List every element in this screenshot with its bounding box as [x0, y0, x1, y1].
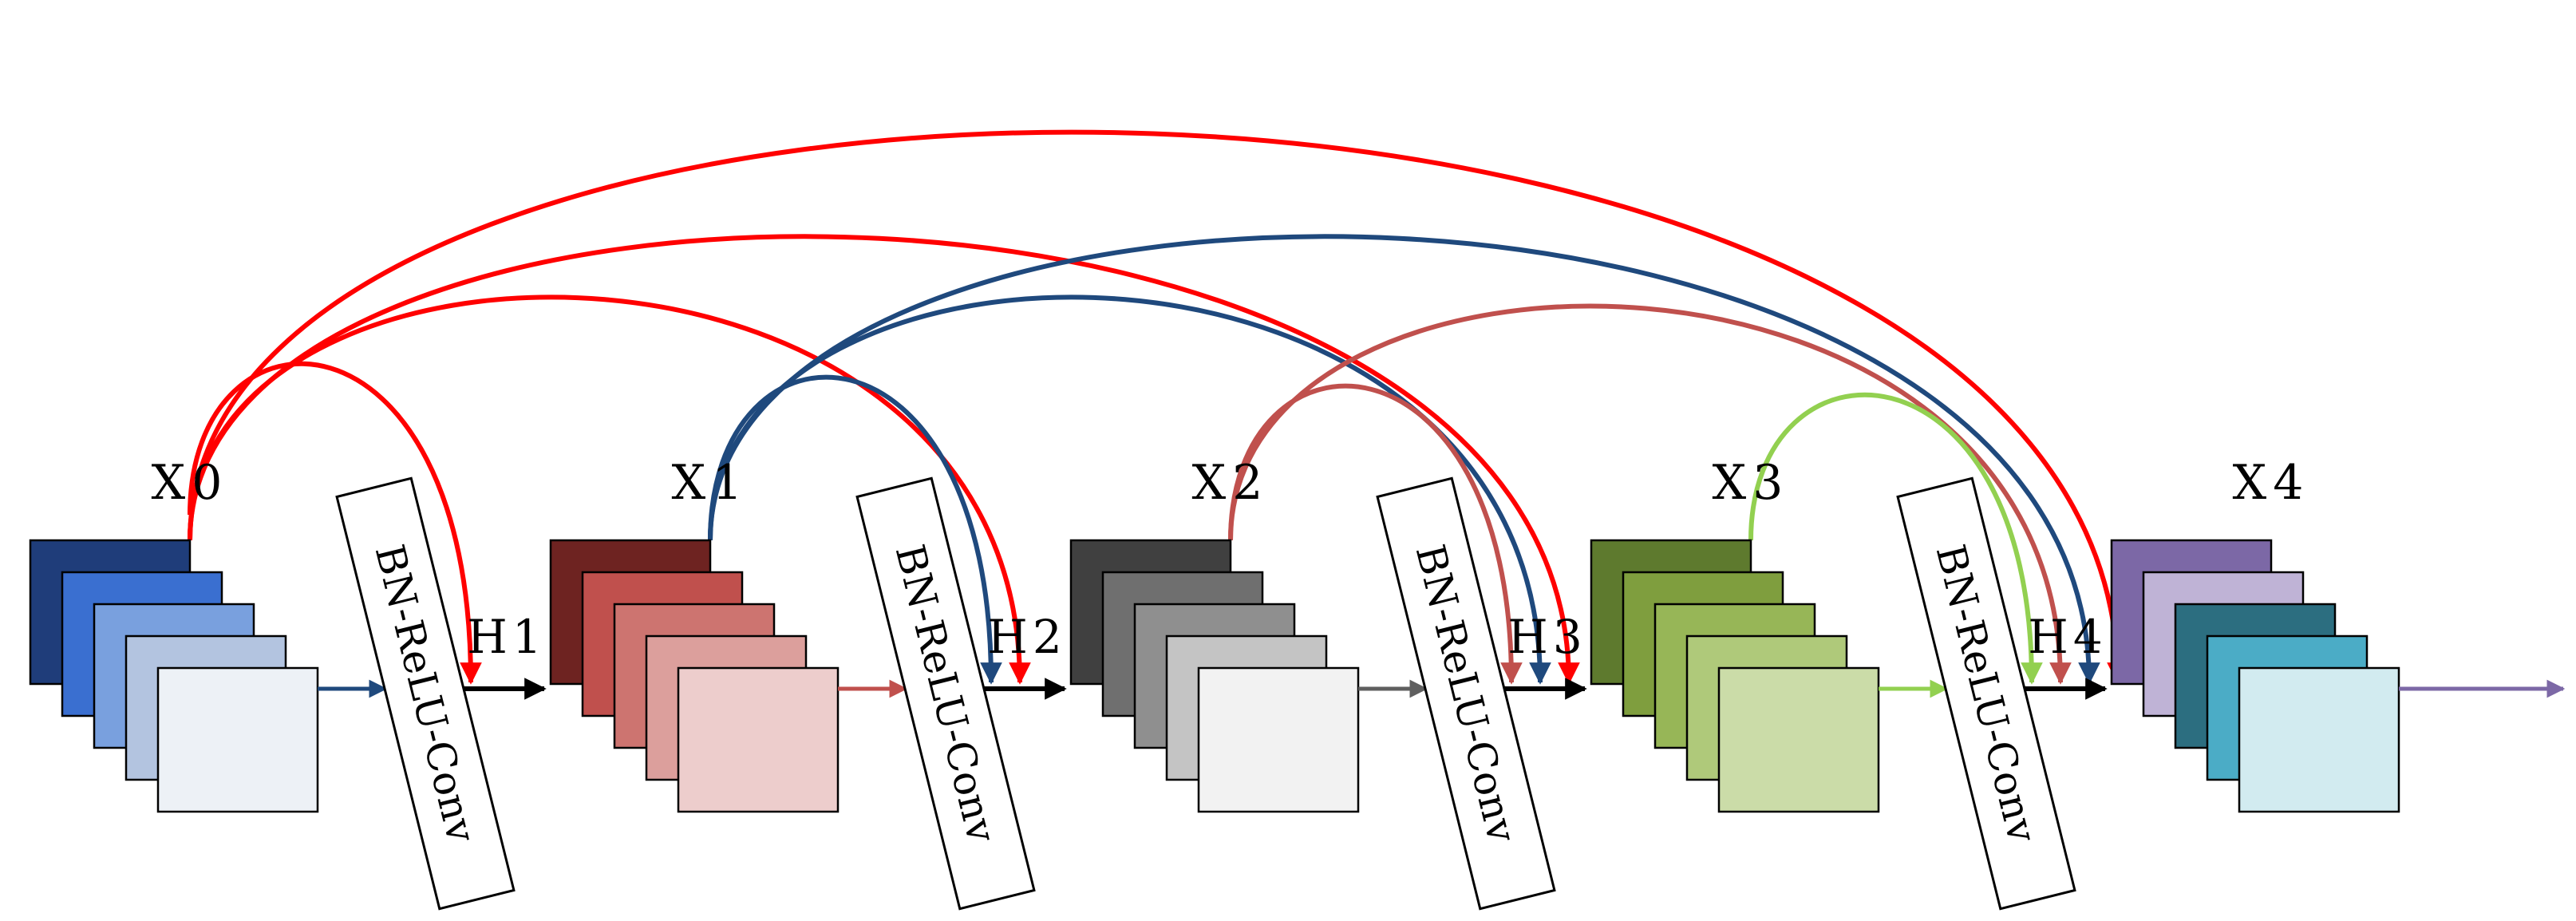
feature-map-stack-x0 [29, 539, 319, 813]
skip-connection-x3-to-x4 [1748, 392, 2043, 685]
feature-map-stack-x3 [1590, 539, 1880, 813]
skip-connection-x1-to-x2 [708, 374, 1002, 685]
skip-connection-x0-to-x3 [188, 234, 1580, 685]
transition-label: H2 [987, 610, 1066, 664]
skip-connections [188, 129, 2129, 685]
skip-connection-x0-to-x4 [188, 129, 2129, 685]
feature-map-square [1717, 666, 1880, 813]
feature-map-square [2238, 666, 2400, 813]
conv-box [1896, 476, 2076, 911]
bn-relu-conv-block: BN-ReLU-Conv [855, 476, 1036, 911]
feature-map-stack-x2 [1069, 539, 1360, 813]
skip-connection-x2-to-x4 [1228, 303, 2072, 685]
feature-map-square [677, 666, 840, 813]
feature-map-stack-x1 [549, 539, 840, 813]
conv-box [855, 476, 1036, 911]
feature-map-square [156, 666, 319, 813]
transition-label: H3 [1507, 610, 1586, 664]
feature-map-square [1197, 666, 1360, 813]
conv-box [1376, 476, 1556, 911]
node-label: X1 [672, 455, 749, 511]
feature-map-stacks [29, 539, 2400, 813]
transition-label: H4 [2028, 610, 2107, 664]
feature-map-stack-x4 [2110, 539, 2400, 813]
bn-relu-conv-block: BN-ReLU-Conv [335, 476, 516, 911]
node-label: X0 [152, 455, 229, 511]
node-label: X2 [1192, 455, 1270, 511]
skip-connection-x2-to-x3 [1228, 383, 1523, 685]
node-label: X4 [2233, 455, 2310, 511]
skip-connection-x1-to-x4 [708, 234, 2100, 685]
conv-box [335, 476, 516, 911]
bn-relu-conv-block: BN-ReLU-Conv [1896, 476, 2076, 911]
skip-connection-x0-to-x1 [188, 361, 482, 685]
transition-label: H1 [467, 610, 546, 664]
bn-relu-conv-block: BN-ReLU-Conv [1376, 476, 1556, 911]
node-label: X3 [1713, 455, 1790, 511]
